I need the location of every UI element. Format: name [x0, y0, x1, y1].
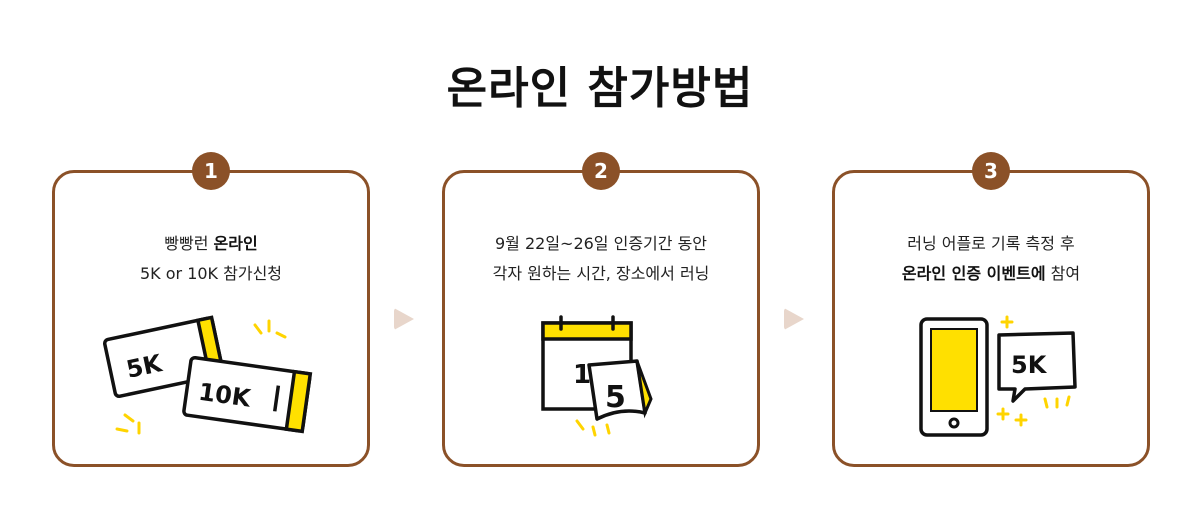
- step-1-number-badge: 1: [192, 152, 230, 190]
- step-3-line2: 온라인 인증 이벤트에 참여: [901, 264, 1081, 283]
- sparkle-icon: [996, 315, 1071, 427]
- step-card-frame: 빵빵런 온라인 5K or 10K 참가신청 5K 10K: [52, 170, 370, 467]
- step-2-description: 9월 22일~26일 인증기간 동안 각자 원하는 시간, 장소에서 러닝: [445, 229, 757, 289]
- step-card-frame: 9월 22일~26일 인증기간 동안 각자 원하는 시간, 장소에서 러닝 1 …: [442, 170, 760, 467]
- step-3-line2-bold: 온라인 인증 이벤트에: [901, 264, 1046, 283]
- step-2-card: 9월 22일~26일 인증기간 동안 각자 원하는 시간, 장소에서 러닝 1 …: [442, 152, 760, 467]
- speech-bubble-label: 5K: [1011, 351, 1048, 379]
- phone-icon: 5K: [919, 315, 1077, 437]
- step-3-card: 러닝 어플로 기록 측정 후 온라인 인증 이벤트에 참여 5K: [832, 152, 1150, 467]
- sparkle-icon: [115, 319, 287, 435]
- calendar-back-day: 1: [573, 360, 591, 390]
- speech-bubble-icon: 5K: [997, 331, 1077, 403]
- step-1-line1-bold: 온라인: [213, 234, 258, 253]
- tickets-icon: 5K 10K: [102, 315, 313, 435]
- arrow-right-icon: [394, 308, 414, 330]
- step-3-line1: 러닝 어플로 기록 측정 후: [907, 234, 1075, 253]
- calendar-front-day: 5: [605, 380, 626, 415]
- step-1-line1: 빵빵런 온라인: [164, 234, 258, 253]
- step-2-line1: 9월 22일~26일 인증기간 동안: [494, 234, 708, 253]
- step-2-line2: 각자 원하는 시간, 장소에서 러닝: [492, 264, 710, 283]
- step-1-card: 빵빵런 온라인 5K or 10K 참가신청 5K 10K: [52, 152, 370, 467]
- step-1-description: 빵빵런 온라인 5K or 10K 참가신청: [55, 229, 367, 289]
- step-card-frame: 러닝 어플로 기록 측정 후 온라인 인증 이벤트에 참여 5K: [832, 170, 1150, 467]
- step-3-description: 러닝 어플로 기록 측정 후 온라인 인증 이벤트에 참여: [835, 229, 1147, 289]
- sparkle-icon: [575, 419, 611, 437]
- step-1-line2: 5K or 10K 참가신청: [139, 264, 283, 283]
- arrow-right-icon: [784, 308, 804, 330]
- step-2-number-badge: 2: [582, 152, 620, 190]
- step-3-number-badge: 3: [972, 152, 1010, 190]
- page-title: 온라인 참가방법: [446, 63, 754, 114]
- calendar-icon: 1 5: [541, 315, 653, 437]
